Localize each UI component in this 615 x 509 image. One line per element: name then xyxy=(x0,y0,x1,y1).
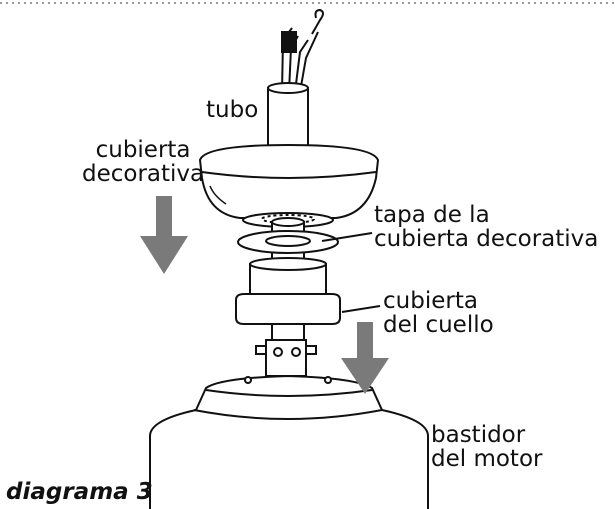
decorative-cover xyxy=(198,143,380,228)
label-tubo-text: tubo xyxy=(206,97,259,123)
label-line: del cuello xyxy=(383,312,494,338)
cover-cap-ring xyxy=(237,230,339,254)
collar-cover xyxy=(235,257,341,325)
diagram-caption: diagrama 3 xyxy=(6,479,153,505)
label-line: bastidor xyxy=(431,422,526,448)
label-tubo: tubo xyxy=(206,98,258,122)
label-cubierta-cuello: cubierta del cuello xyxy=(383,289,494,337)
arrow-down-right-icon xyxy=(341,322,389,394)
rod-lower xyxy=(255,323,317,377)
label-line: del motor xyxy=(431,446,543,472)
motor-housing xyxy=(149,374,429,509)
label-line: cubierta decorativa xyxy=(374,226,599,252)
leader-tapa xyxy=(321,232,373,242)
label-bastidor: bastidor del motor xyxy=(431,423,542,471)
label-line: cubierta xyxy=(95,137,191,163)
label-line: cubierta xyxy=(383,288,478,314)
arrow-down-left-icon xyxy=(140,196,188,274)
wires xyxy=(281,8,324,93)
label-line: tapa de la xyxy=(374,202,490,228)
label-tapa: tapa de la cubierta decorativa xyxy=(374,203,598,251)
leader-cuello xyxy=(341,305,381,313)
label-line: decorativa xyxy=(82,161,205,187)
label-cubierta-decorativa: cubierta decorativa xyxy=(82,138,204,186)
downrod xyxy=(267,82,309,154)
